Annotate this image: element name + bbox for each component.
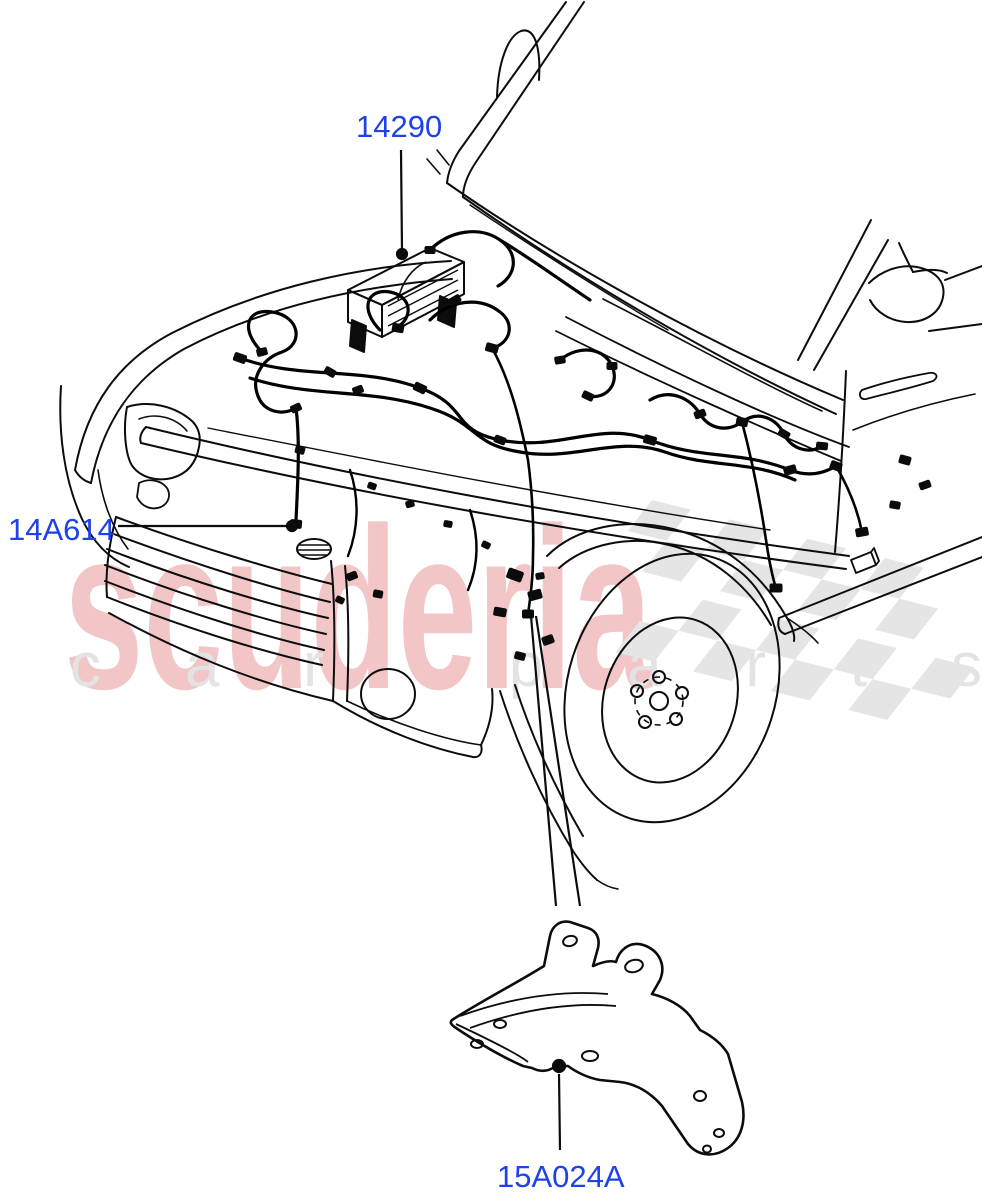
part-number-label-grille-harness[interactable]: 14A614 xyxy=(8,512,115,547)
vehicle-body-outline xyxy=(59,1,982,890)
checkered-flag-watermark xyxy=(627,500,939,640)
mounting-bracket xyxy=(449,920,745,1156)
leader-line-14290 xyxy=(395,149,409,261)
engine-bay-harness xyxy=(238,230,864,616)
ecu-module-box xyxy=(347,247,465,353)
harness-connector-blobs xyxy=(232,246,932,661)
leader-line-15A024A xyxy=(551,1058,567,1151)
watermark-layer: scuderia car parts xyxy=(64,480,982,737)
part-number-label-bracket[interactable]: 15A024A xyxy=(497,1159,625,1194)
front-wheel xyxy=(563,552,781,824)
watermark-brand-text: scuderia xyxy=(64,480,653,737)
leader-lines xyxy=(118,149,582,1151)
part-number-label-engine-harness[interactable]: 14290 xyxy=(356,109,443,144)
bracket-location-lines xyxy=(529,615,582,907)
leader-line-14A614 xyxy=(118,519,299,533)
